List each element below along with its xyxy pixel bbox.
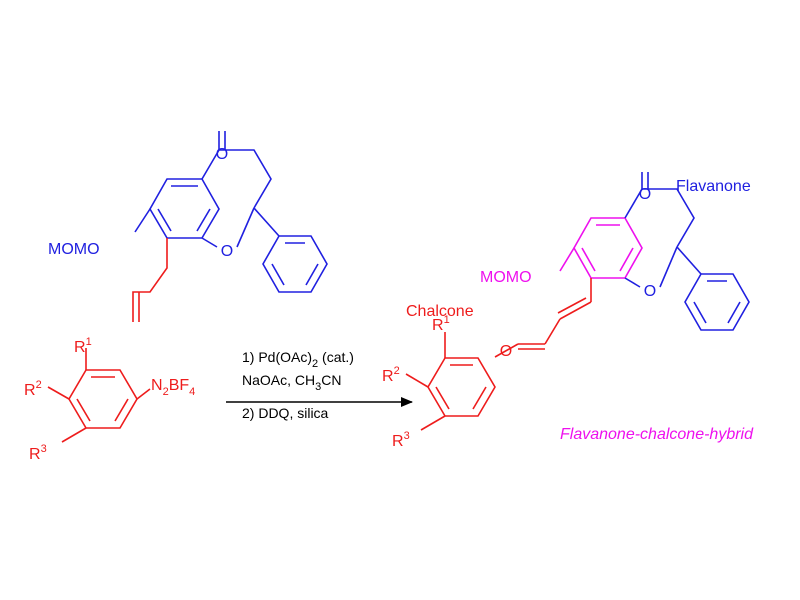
flavanone-pyranone-ring: [201, 131, 272, 248]
product-benzo-ring: [559, 217, 643, 279]
product-ring-o: O: [644, 283, 656, 300]
product-carbonyl-o: O: [639, 186, 651, 203]
product-pyranone-ring: [624, 172, 750, 331]
product-enone-linker: [494, 278, 592, 358]
flavanone-benzo-ring: [149, 178, 220, 239]
product-r1: R1: [432, 314, 450, 334]
diazonium-group: N2BF4: [151, 377, 195, 398]
product-r3: R3: [392, 430, 410, 450]
product-hybrid: [405, 172, 750, 431]
label-flavanone: Flavanone: [676, 178, 751, 195]
flavanone-momo-label: MOMO: [48, 241, 100, 258]
product-momo-label: MOMO: [480, 269, 532, 286]
label-chalcone: Chalcone: [406, 303, 474, 320]
allyl-chain: [132, 238, 168, 322]
diazonium-aryl-ring: [47, 348, 151, 443]
condition-step2: 2) DDQ, silica: [242, 405, 329, 421]
product-r2: R2: [382, 365, 400, 385]
diazonium-r2: R2: [24, 379, 42, 399]
condition-step1-reagents: NaOAc, CH3CN: [242, 372, 341, 393]
condition-step1: 1) Pd(OAc)2 (cat.): [242, 349, 354, 370]
label-hybrid: Flavanone-chalcone-hybrid: [560, 426, 754, 443]
flavanone-carbonyl-o: O: [216, 146, 228, 163]
momo-bond: [134, 208, 151, 233]
diazonium-labels: R1 R2 R3 N2BF4: [24, 336, 195, 463]
diazonium-r3: R3: [29, 443, 47, 463]
reactant-flavanone: [132, 131, 328, 322]
reactant-diazonium: [47, 348, 151, 443]
product-substituent-labels: R1 R2 R3: [382, 314, 450, 450]
product-chalcone-ring: [405, 332, 496, 431]
diazonium-r1: R1: [74, 336, 92, 356]
product-enone-o: O: [500, 343, 512, 360]
flavanone-phenyl-ring: [253, 207, 328, 293]
flavanone-ring-o: O: [221, 243, 233, 260]
